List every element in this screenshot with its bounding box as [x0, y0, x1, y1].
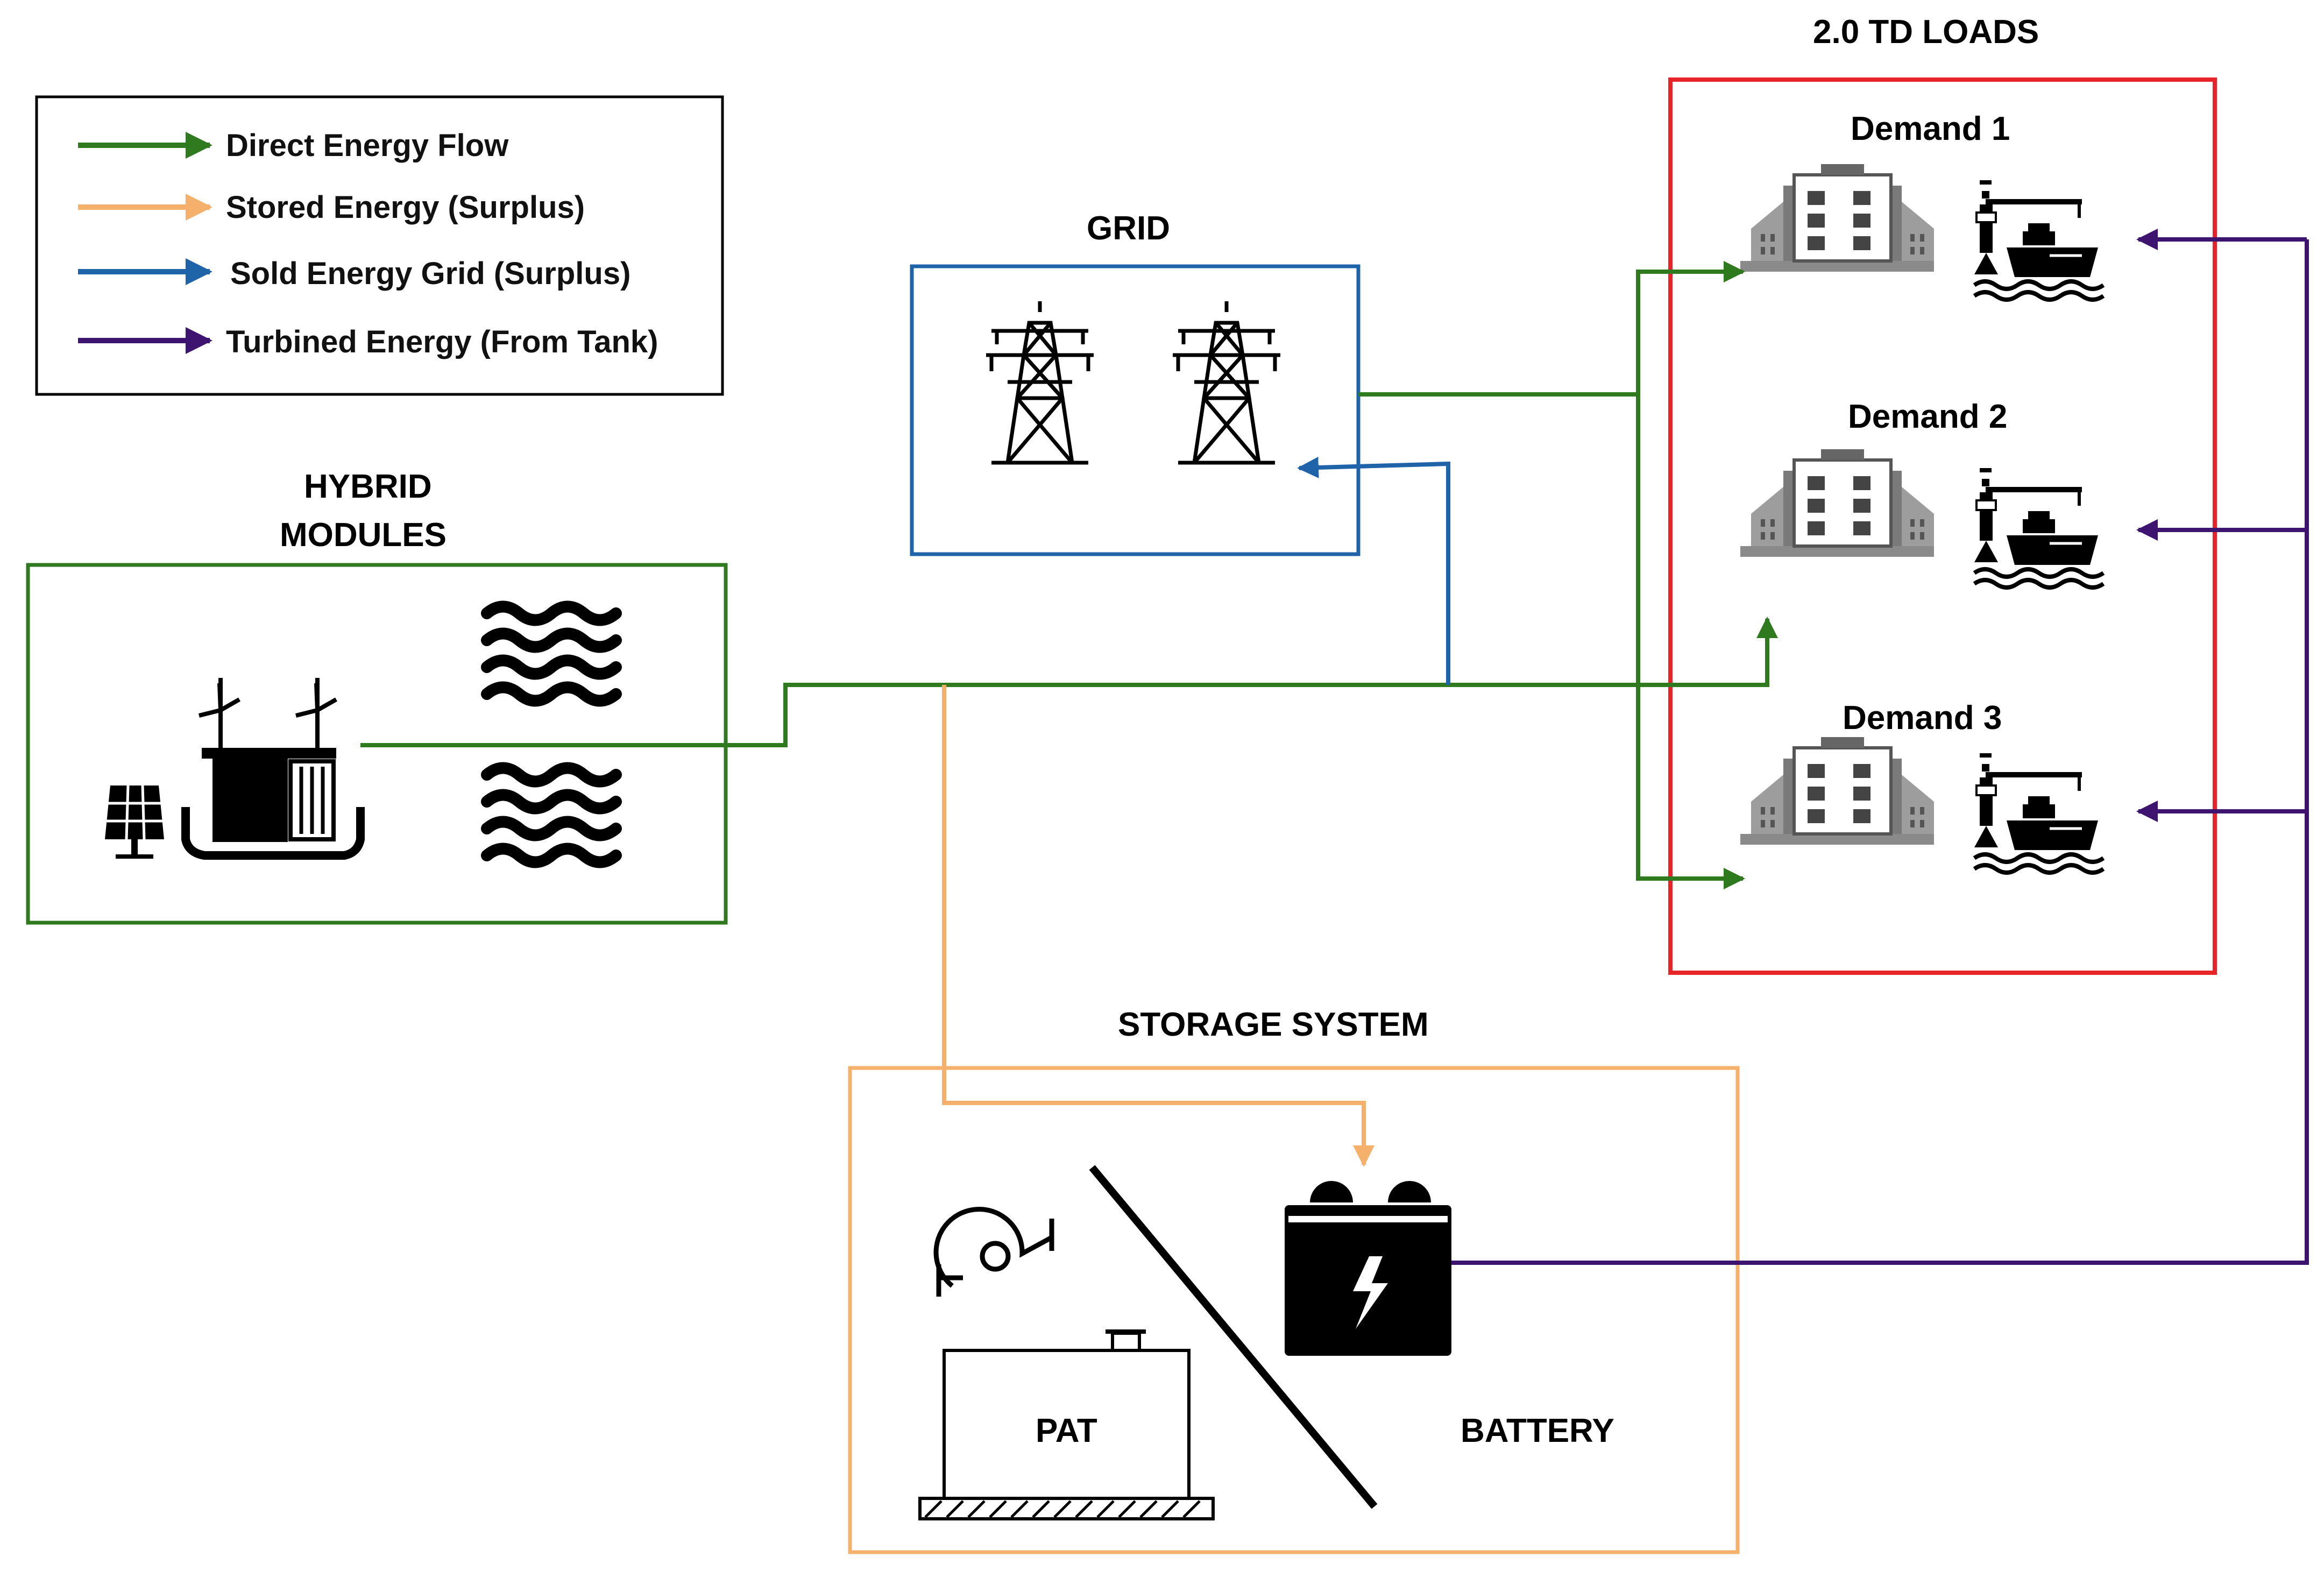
storage-divider [1089, 1165, 1378, 1509]
flow-grid-to-demand-1 [1358, 261, 1745, 397]
pump-turbine-icon [933, 1207, 1054, 1297]
solar-panel-icon [105, 785, 164, 859]
direct-energy-flows [360, 261, 1778, 889]
loads-title: 2.0 TD LOADS [1813, 13, 2039, 51]
hybrid-title-line1: HYBRID [304, 468, 432, 505]
legend: Direct Energy Flow Stored Energy (Surplu… [35, 95, 724, 396]
tank-icon [918, 1329, 1215, 1520]
flow-grid-to-demand-3 [1636, 394, 1745, 889]
flow-sold-to-grid [1297, 456, 1450, 685]
battery-label: BATTERY [1461, 1412, 1614, 1449]
demand-2-label: Demand 2 [1848, 398, 2007, 435]
pat-label: PAT [1036, 1412, 1097, 1449]
legend-label-stored: Stored Energy (Surplus) [226, 190, 585, 225]
wind-turbine-icon [181, 678, 365, 860]
storage-title: STORAGE SYSTEM [1118, 1006, 1429, 1043]
legend-label-turbined: Turbined Energy (From Tank) [226, 324, 658, 359]
grid-title: GRID [1087, 210, 1170, 247]
hybrid-title-line2: MODULES [280, 516, 447, 554]
demand-3-label: Demand 3 [1843, 699, 2002, 737]
turbined-energy-flows [1451, 229, 2309, 1265]
loads-block: 2.0 TD LOADS Demand 1 Demand 2 Demand 3 [1668, 13, 2217, 975]
grid-block: GRID [910, 210, 1361, 556]
hybrid-block: HYBRID MODULES [26, 468, 728, 925]
legend-label-direct: Direct Energy Flow [226, 128, 509, 163]
grid-box [910, 264, 1361, 556]
legend-label-sold: Sold Energy Grid (Surplus) [230, 256, 630, 291]
flow-hybrid-to-loads [360, 617, 1778, 747]
demand-1-label: Demand 1 [1851, 110, 2010, 147]
flow-battery-to-loads [1451, 239, 2309, 1265]
battery-icon [1285, 1181, 1451, 1356]
flow-stored-to-battery [942, 685, 1374, 1167]
storage-block: STORAGE SYSTEM PAT [848, 1006, 1740, 1554]
